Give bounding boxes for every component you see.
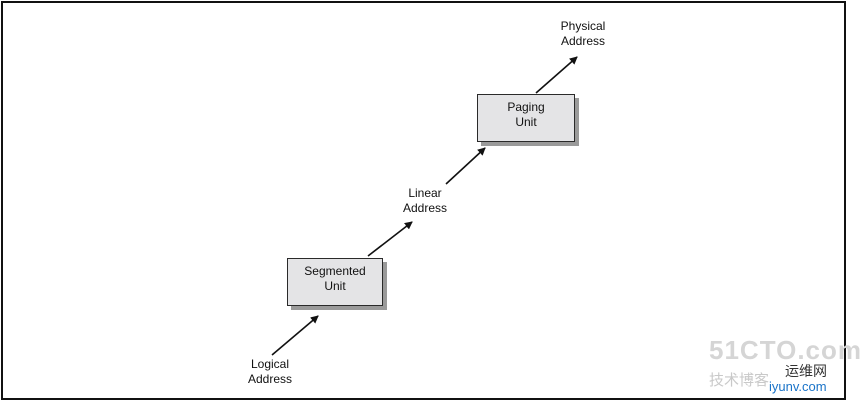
- arrow-logical-to-segmented: [271, 315, 319, 356]
- segmented-unit-label: Segmented Unit: [304, 264, 366, 293]
- arrow-segmented-to-linear: [367, 221, 413, 257]
- physical-address-label: Physical Address: [560, 19, 606, 48]
- segmented-unit-box: Segmented Unit: [287, 258, 383, 306]
- watermark-brand: 51CTO.com: [709, 335, 862, 365]
- watermark-site-url: iyunv.com: [769, 379, 827, 394]
- arrow-linear-to-paging: [445, 147, 486, 185]
- paging-unit-box: Paging Unit: [477, 94, 575, 142]
- watermark-logo: 51CTO.com 技术博客 运维网 iyunv.com: [709, 335, 861, 399]
- watermark-slogan: 技术博客: [709, 372, 770, 389]
- watermark-site-cn: 运维网: [785, 363, 827, 379]
- paging-unit-label: Paging Unit: [507, 100, 545, 129]
- arrow-paging-to-physical: [535, 56, 578, 94]
- linear-address-label: Linear Address: [402, 186, 448, 215]
- diagram-frame: [1, 1, 846, 400]
- logical-address-label: Logical Address: [247, 357, 293, 386]
